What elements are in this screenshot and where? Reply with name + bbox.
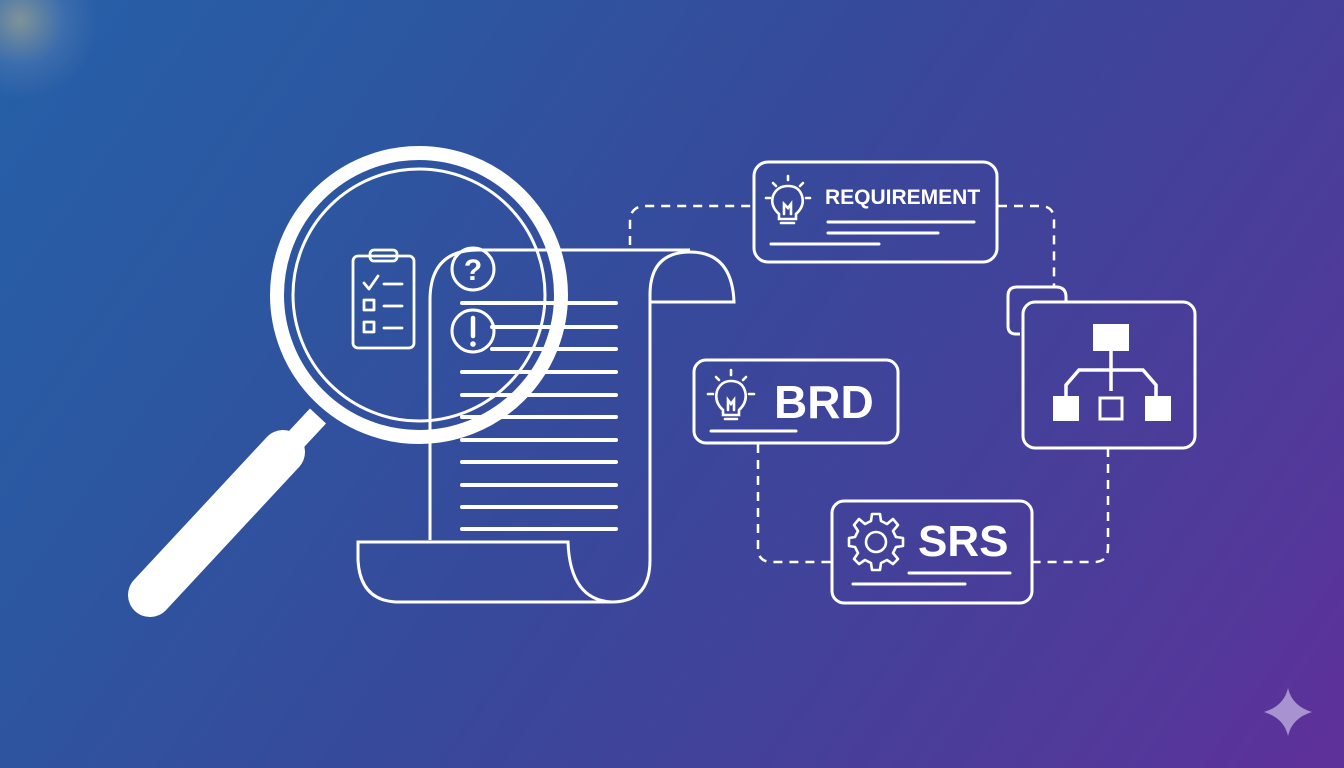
magnifying-glass-icon xyxy=(128,146,568,617)
lightbulb-icon xyxy=(706,368,756,421)
hierarchy-card[interactable] xyxy=(1006,285,1197,450)
question-mark-icon: ? xyxy=(450,246,496,292)
lightbulb-icon xyxy=(764,174,812,225)
gear-icon xyxy=(847,512,905,572)
clipboard-checklist-icon xyxy=(351,248,416,350)
requirement-card-title: REQUIREMENT xyxy=(825,186,980,209)
srs-card[interactable]: SRS xyxy=(830,499,1034,605)
srs-card-title: SRS xyxy=(918,517,1008,566)
requirement-card[interactable]: REQUIREMENT xyxy=(752,160,999,264)
brd-card[interactable]: BRD xyxy=(692,358,900,445)
brd-card-title: BRD xyxy=(774,376,874,428)
svg-text:?: ? xyxy=(464,254,482,287)
exclamation-mark-icon xyxy=(450,308,496,354)
requirement-card-lines xyxy=(769,220,976,246)
hierarchy-chart-icon xyxy=(1053,324,1171,421)
dashed-connectors xyxy=(628,204,1110,564)
sparkle-icon xyxy=(1264,688,1312,736)
srs-card-lines xyxy=(851,571,1012,586)
document-scroll xyxy=(356,248,736,604)
